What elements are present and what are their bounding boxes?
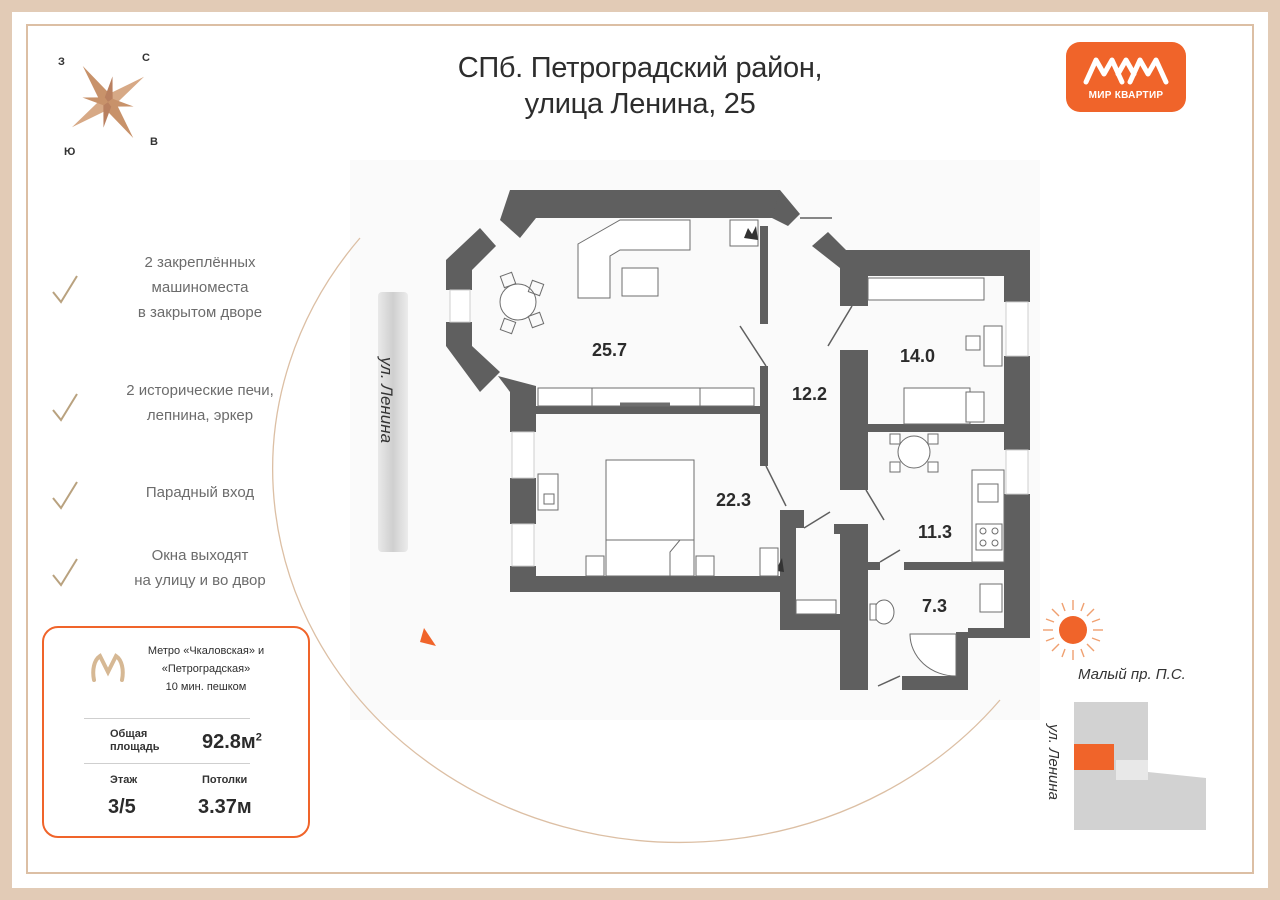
room-area-hall: 12.2 [792,384,828,404]
windows [449,289,1029,567]
area-label: Общая площадь [110,728,159,754]
frame-border [26,24,1254,874]
room-area-bath: 7.3 [922,596,948,616]
check-icon [52,481,78,510]
walls [446,190,1030,690]
check-icon [52,558,78,587]
bedroom-furniture [537,459,779,577]
compass-north-label: С [142,52,150,64]
floor-label: Этаж [110,774,138,786]
area-value: 92.8м2 [202,731,262,754]
divider [84,718,250,719]
feature-windows: Окна выходят на улицу и во двор [50,543,310,603]
ceiling-label: Потолки [202,774,248,786]
brand-logo: МИР КВАРТИР [1066,42,1186,112]
area-value-unit: 2 [255,731,262,744]
compass-west-label: З [58,56,65,68]
metro-icon [91,653,125,682]
street-strip [378,292,408,552]
room-area-bedroom-small: 14.0 [900,346,936,366]
street-label-map-horizontal: Малый пр. П.С. [1078,666,1186,683]
feature-text-line: машиноместа [151,279,249,296]
check-icon [52,275,78,304]
feature-text-line: на улицу и во двор [134,572,266,589]
street-label-left: ул. Ленина [377,356,396,444]
arc-arrow-icon [420,628,436,646]
page-title: СПб. Петроградский район, улица Ленина, … [380,50,900,122]
metro-line-3: 10 мин. пешком [165,681,247,693]
sun-path-arc [272,237,1001,844]
metro-info: Метро «Чкаловская» и «Петроградская» 10 … [126,642,286,696]
area-value-number: 92.8м [202,731,256,753]
compass-rose-icon [46,40,166,160]
logo-mark-icon [1083,57,1169,85]
stove-icon [744,226,758,240]
metro-line-2: «Петроградская» [161,663,251,675]
feature-text-line: лепнина, эркер [146,407,254,424]
area-label-line-2: площадь [110,741,160,753]
area-label-line-1: Общая [110,728,148,740]
feature-parking: 2 закреплённых машиноместа в закрытом дв… [50,250,310,330]
bath-furniture [795,583,1003,677]
room-area-living: 25.7 [592,340,628,360]
bedroom-small-furniture [867,277,1003,425]
feature-text-line: Парадный вход [145,484,255,501]
logo-text: МИР КВАРТИР [1088,90,1164,101]
ceiling-value: 3.37м [198,796,252,818]
kitchen-furniture [889,433,1005,563]
feature-text-line: 2 исторические печи, [126,382,274,399]
title-line-2: улица Ленина, 25 [524,88,756,120]
living-furniture [499,219,759,407]
feature-entrance: Парадный вход [50,478,310,538]
check-icon [52,393,78,422]
compass-east-label: В [150,136,158,148]
feature-text-line: Окна выходят [151,547,249,564]
feature-text-line: в закрытом дворе [137,304,263,321]
doors [739,217,901,687]
compass-south-label: Ю [64,146,76,158]
room-area-bedroom: 22.3 [716,490,752,510]
metro-line-1: Метро «Чкаловская» и [147,645,265,657]
info-card: Метро «Чкаловская» и «Петроградская» 10 … [42,626,310,838]
sun-icon [1043,600,1103,660]
title-line-1: СПб. Петроградский район, [457,52,823,84]
feature-stoves: 2 исторические печи, лепнина, эркер [50,378,310,438]
site-map [1074,702,1206,830]
feature-text-line: 2 закреплённых [144,254,256,271]
divider [84,763,250,764]
floor-value: 3/5 [108,796,136,818]
room-area-kitchen: 11.3 [918,522,953,542]
street-label-map-vertical: ул. Ленина [1045,724,1062,800]
